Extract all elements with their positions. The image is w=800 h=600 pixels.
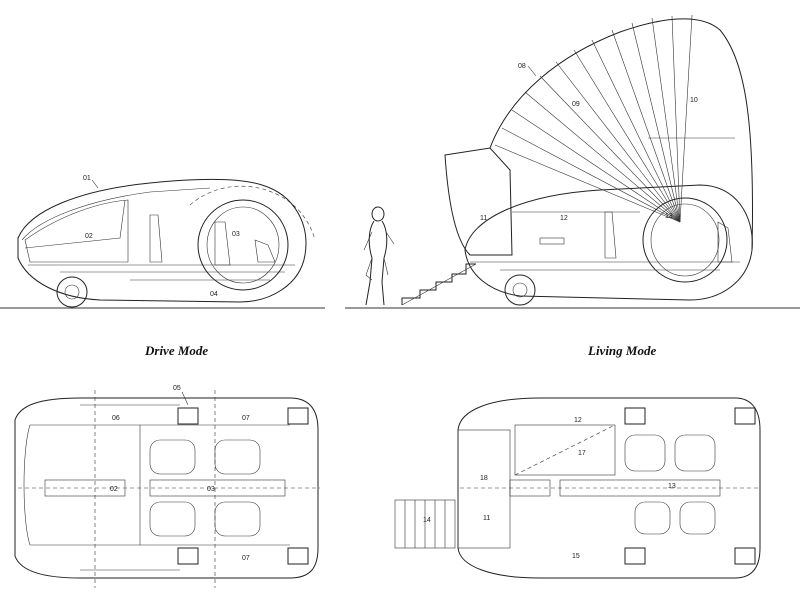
callout-living-side-2: 10 [690, 97, 698, 104]
callout-drive-top-1: 06 [112, 415, 120, 422]
callout-living-top-1: 17 [578, 450, 586, 457]
callout-drive-side-1: 02 [85, 233, 93, 240]
living-top-view: 12 17 18 14 11 13 15 [394, 397, 761, 579]
entry-stairs [401, 263, 477, 306]
callout-living-side-3: 11 [480, 215, 487, 222]
drive-top-view: 05 06 07 02 03 07 [14, 385, 320, 588]
fan-roof-ribs [494, 14, 693, 223]
drive-side-view: 01 02 03 04 [0, 175, 325, 309]
living-mode-caption: Living Mode [588, 343, 657, 358]
callout-living-top-2: 18 [480, 475, 488, 482]
callout-drive-side-0: 01 [83, 175, 91, 182]
callout-living-side-5: 13 [665, 213, 673, 220]
callout-living-side-4: 12 [560, 215, 568, 222]
callout-drive-side-3: 04 [210, 291, 218, 298]
callout-living-side-0: 08 [518, 63, 526, 70]
drive-mode-caption: Drive Mode [145, 343, 209, 358]
living-side-view: 08 09 10 11 12 13 [444, 14, 754, 306]
callout-living-top-5: 13 [668, 483, 676, 490]
callout-drive-top-0: 05 [173, 385, 181, 392]
callout-living-top-3: 14 [423, 517, 431, 524]
callout-living-side-1: 09 [572, 101, 580, 108]
callout-drive-top-5: 07 [242, 555, 250, 562]
callout-drive-side-2: 03 [232, 231, 240, 238]
callout-drive-top-2: 07 [242, 415, 250, 422]
callout-drive-top-3: 02 [110, 486, 118, 493]
callout-drive-top-4: 03 [207, 486, 215, 493]
callout-living-top-6: 15 [572, 553, 580, 560]
callout-living-top-0: 12 [574, 417, 582, 424]
callout-living-top-4: 11 [483, 515, 490, 522]
person-silhouette [363, 206, 395, 306]
